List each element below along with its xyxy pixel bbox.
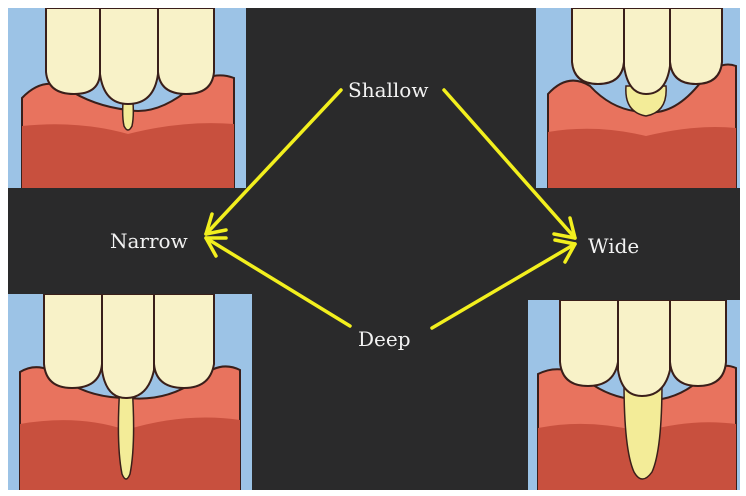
- slide: Shallow Narrow Wide Deep: [8, 8, 740, 490]
- label-wide: Wide: [588, 234, 639, 258]
- arrow-shallow-to-wide: [444, 90, 575, 238]
- arrow-deep-to-wide: [432, 240, 575, 328]
- arrow-deep-to-narrow: [206, 238, 350, 326]
- label-narrow: Narrow: [110, 229, 188, 253]
- label-shallow: Shallow: [348, 78, 428, 102]
- label-deep: Deep: [358, 327, 411, 351]
- arrow-shallow-to-narrow: [206, 90, 341, 234]
